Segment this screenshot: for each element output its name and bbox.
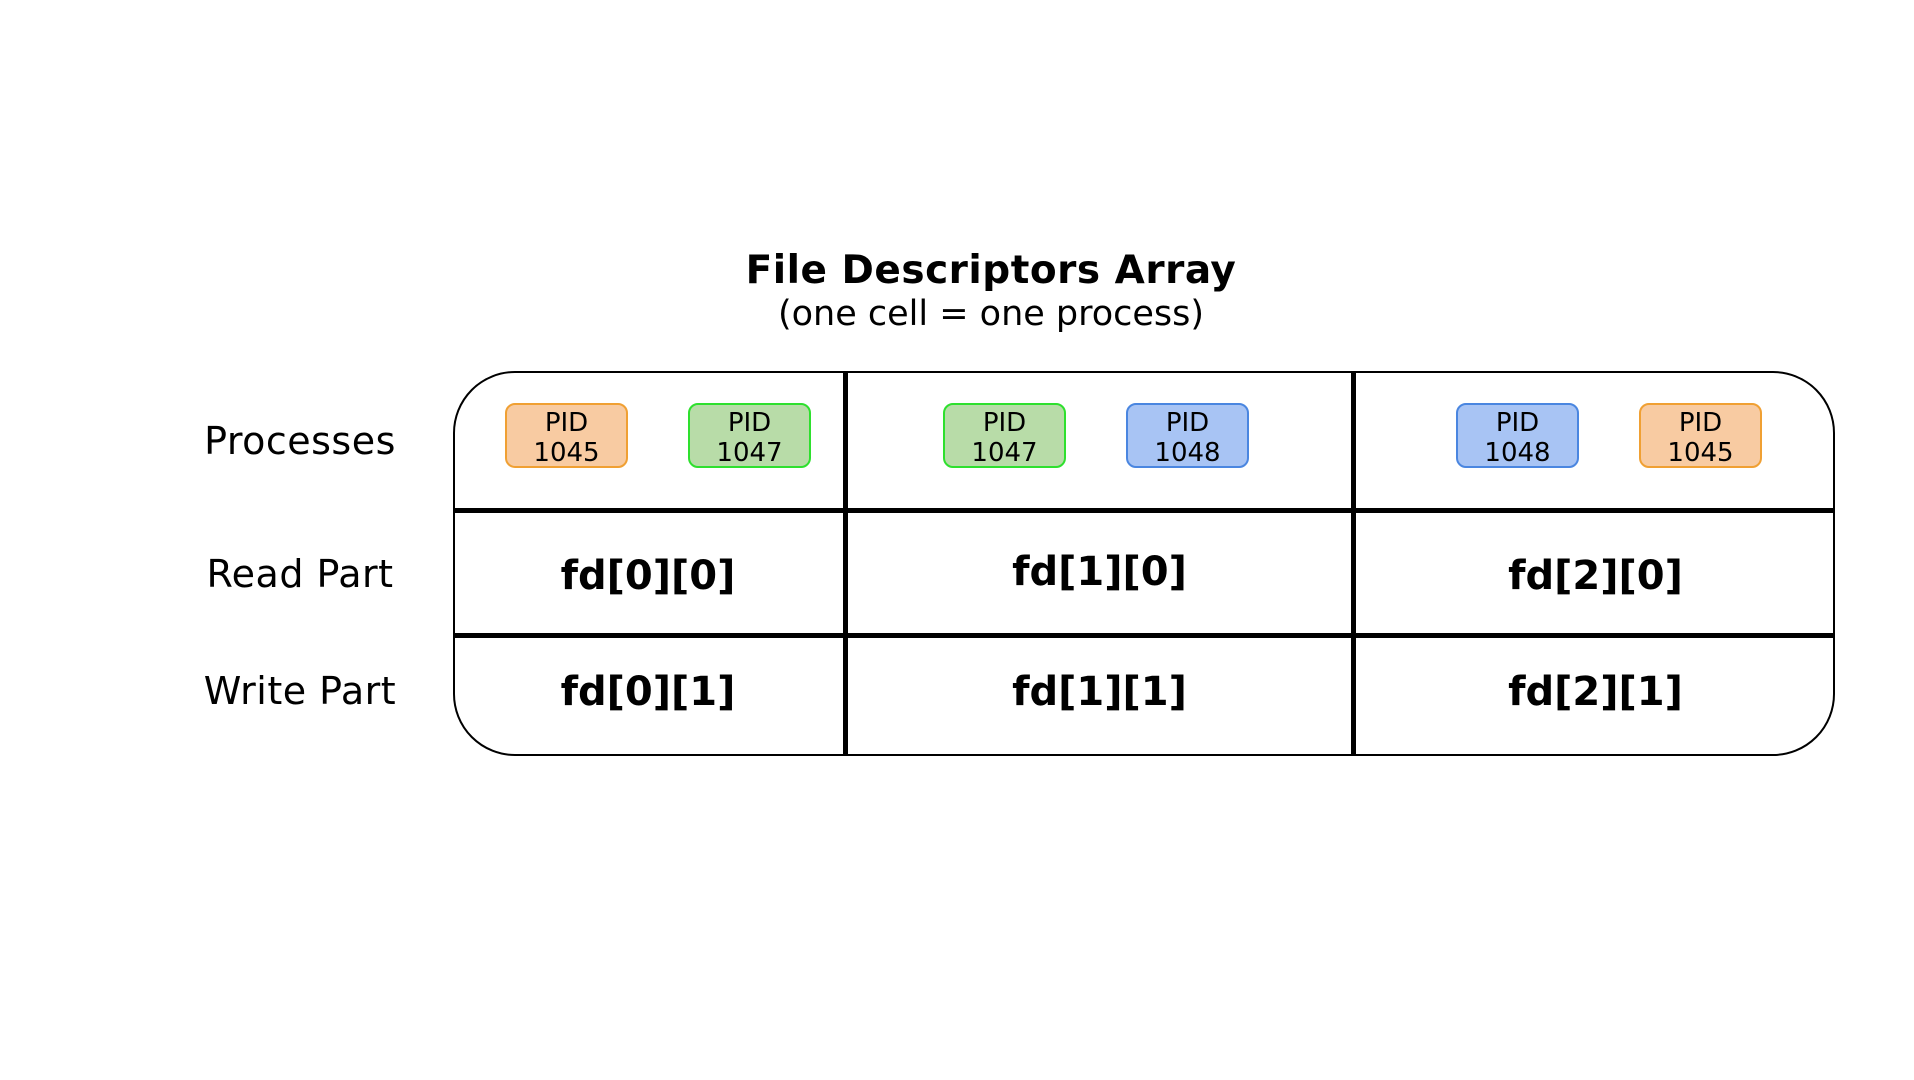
row-divider-read: [453, 633, 1835, 638]
pid-number: 1047: [971, 438, 1038, 468]
fd-read-cell: fd[2][0]: [1508, 553, 1683, 599]
diagram-subtitle: (one cell = one process): [777, 294, 1205, 334]
fd-write-cell: fd[0][1]: [560, 669, 736, 715]
fd-write-cell: fd[2][1]: [1508, 669, 1683, 715]
row-label-processes: Processes: [204, 419, 396, 463]
pid-number: 1048: [1484, 438, 1551, 468]
fd-read-cell: fd[1][0]: [1012, 549, 1187, 595]
pid-label: PID: [727, 408, 772, 438]
pid-number: 1047: [716, 438, 783, 468]
pid-label: PID: [544, 408, 589, 438]
pid-number: 1045: [1667, 438, 1734, 468]
column-divider-1: [843, 371, 848, 756]
fd-array-table: [453, 371, 1835, 756]
pid-box: PID 1045: [505, 403, 628, 468]
column-divider-2: [1351, 371, 1356, 756]
pid-box: PID 1048: [1126, 403, 1249, 468]
fd-write-cell: fd[1][1]: [1012, 669, 1187, 715]
diagram-title: File Descriptors Array: [745, 248, 1237, 293]
row-label-read: Read Part: [206, 552, 394, 596]
pid-label: PID: [1495, 408, 1540, 438]
pid-box: PID 1047: [943, 403, 1066, 468]
row-label-write: Write Part: [203, 669, 397, 713]
row-divider-processes: [453, 508, 1835, 513]
pid-box: PID 1045: [1639, 403, 1762, 468]
pid-label: PID: [1165, 408, 1210, 438]
fd-read-cell: fd[0][0]: [560, 553, 736, 599]
pid-box: PID 1048: [1456, 403, 1579, 468]
pid-number: 1045: [533, 438, 600, 468]
pid-number: 1048: [1154, 438, 1221, 468]
pid-label: PID: [1678, 408, 1723, 438]
pid-label: PID: [982, 408, 1027, 438]
pid-box: PID 1047: [688, 403, 811, 468]
